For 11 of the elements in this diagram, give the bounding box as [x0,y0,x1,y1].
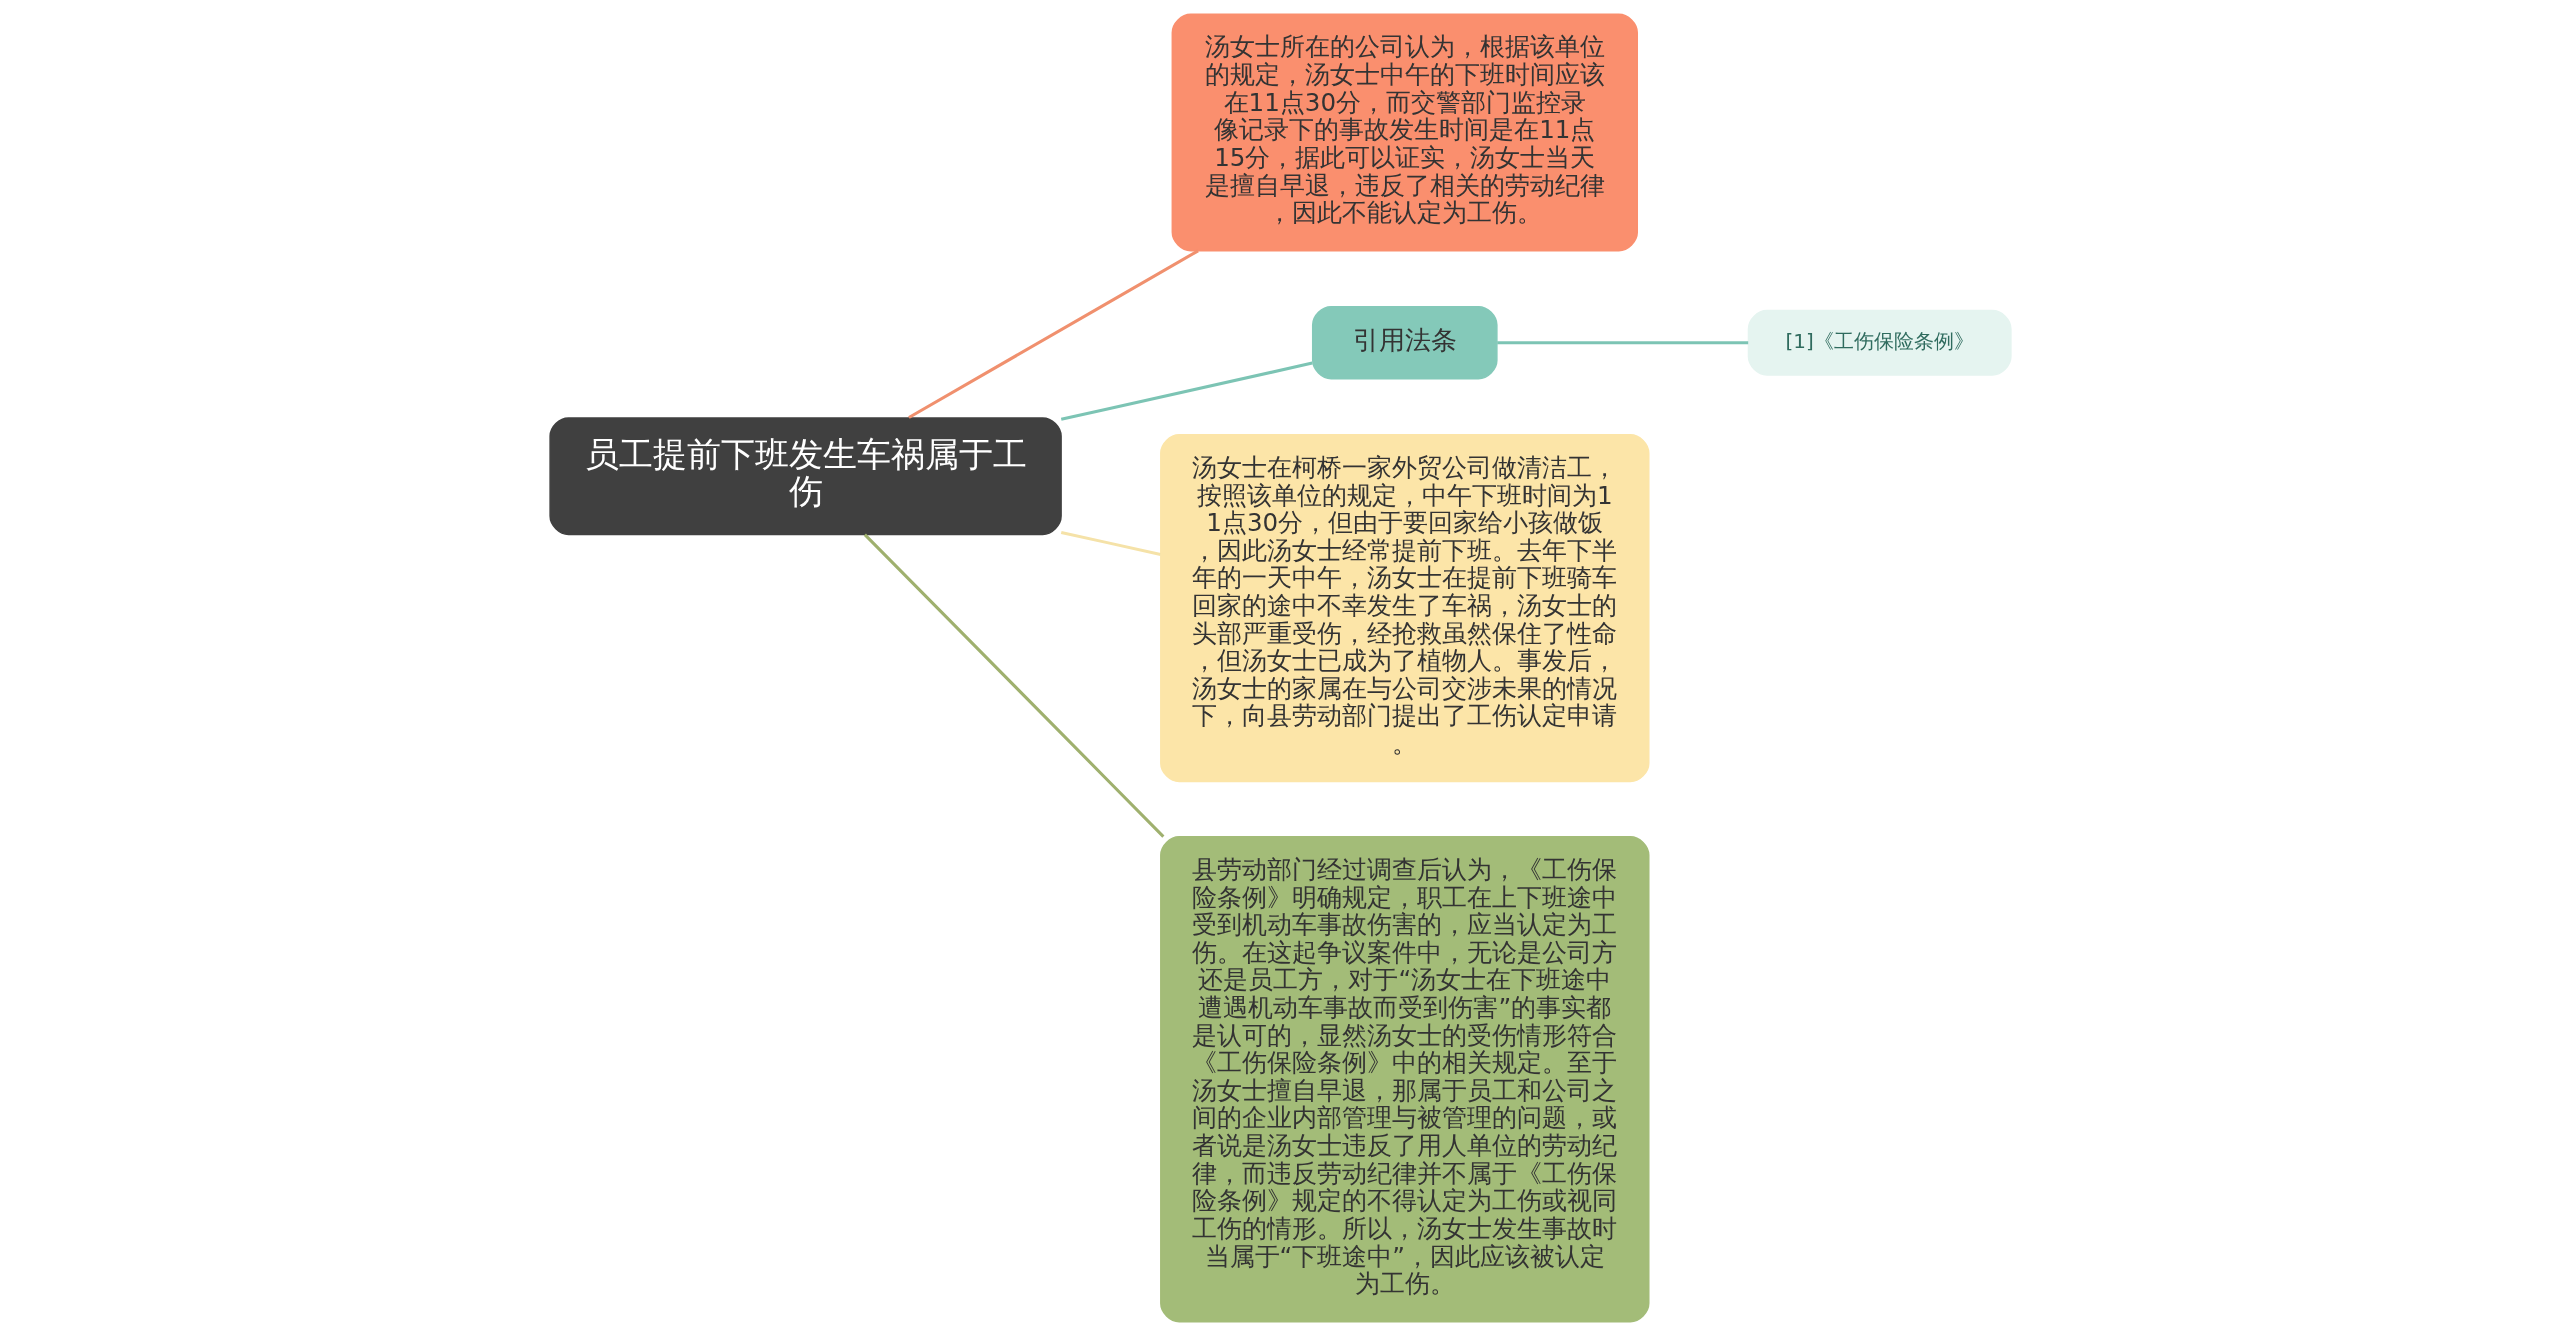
node-box: 汤女士在柯桥一家外贸公司做清洁工，按照该单位的规定，中午下班时间为11点30分，但由于要回家给小孩做饭，因此汤女士经常提前下班。去年下半年的一天中午，汤女士在提前下班骑车回家的途中不幸发生了车祸，汤女士的头部严重受伤，经抢救虽然保住了性命，但汤女士已成为了植物人。事发后，汤女士的家属在与公司交涉未果的情况下，向县劳动部门提出了工伤认定申请。 [1159,434,1649,783]
node-box: [1]《工伤保险条例》 [1747,309,2012,376]
node-box: 汤女士所在的公司认为，根据该单位的规定，汤女士中午的下班时间应该在11点30分，而交警部门监控录像记录下的事故发生时间是在11点15分，据此可以证实，汤女士当天是擅自早退，违反了相关的劳动纪律，因此不能认定为工伤。 [1171,13,1638,252]
connector [1060,530,1161,556]
connector [1496,341,1748,345]
connector [907,249,1199,419]
node-box: 引用法条 [1311,305,1498,380]
node-box: 员工提前下班发生车祸属于工伤 [548,417,1062,536]
connector [1060,361,1313,421]
connector [863,533,1164,838]
node-box: 县劳动部门经过调查后认为，《工伤保险条例》明确规定，职工在上下班途中受到机动车事故伤害的，应当认定为工伤。在这起争议案件中，无论是公司方还是员工方，对于“汤女士在下班途中遭遇机动车事故而受到伤害”的事实都是认可的，显然汤女士的受伤情形符合《工伤保险条例》中的相关规定。至于汤女士擅自早退，那属于员工和公司之间的企业内部管理与被管理的问题，或者说是汤女士违反了用人单位的劳动纪律，而违反劳动纪律并不属于《工伤保险条例》规定的不得认定为工伤或视同工伤的情形。所以，汤女士发生事故时当属于“下班途中”，因此应该被认定为工伤。 [1159,836,1649,1323]
